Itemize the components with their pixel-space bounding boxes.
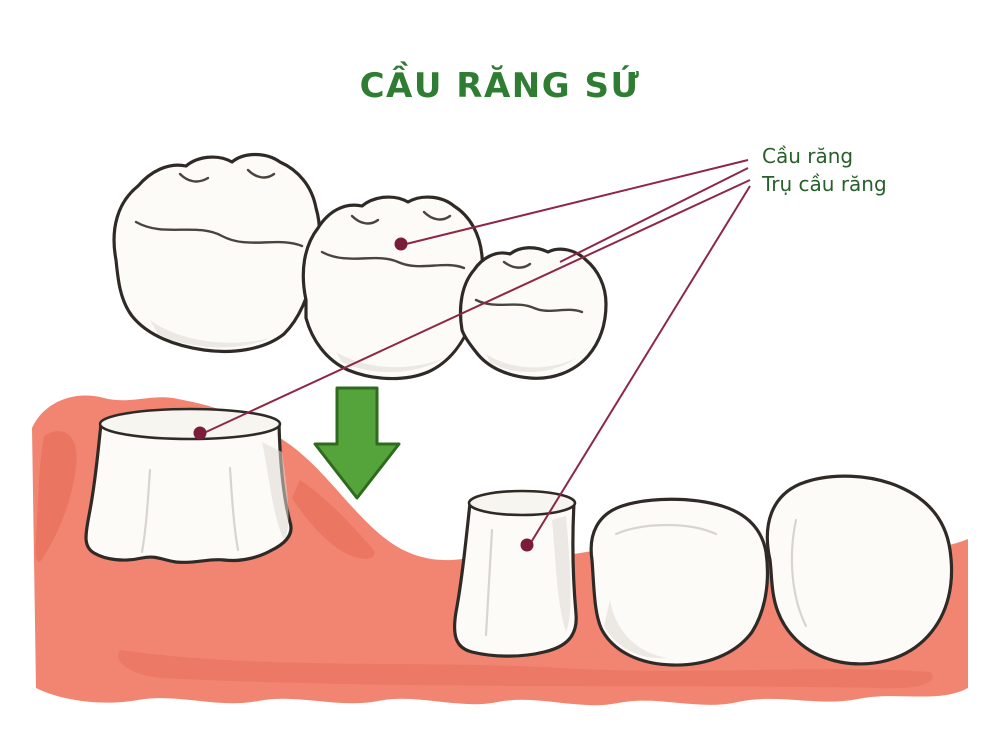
page-title: CẦU RĂNG SỨ: [359, 66, 641, 106]
leader-to-left-abutment: [205, 179, 751, 433]
down-arrow-icon: [313, 386, 401, 500]
label-abutment: Trụ cầu răng: [762, 172, 887, 196]
callout-leader-lines: [193, 159, 751, 552]
natural-tooth-middle: [589, 497, 770, 667]
gum-shading-left: [35, 431, 77, 562]
prepared-tooth-left-topface: [98, 407, 282, 441]
gum-shading-bottom: [118, 650, 933, 689]
bridge-crown-middle: [301, 195, 485, 381]
leader-to-bridge-middle-crown: [405, 159, 749, 245]
marker-dot-bridge-crown: [394, 237, 408, 251]
marker-dot-right-abutment: [520, 538, 534, 552]
leader-to-bridge-small-crown: [559, 167, 749, 263]
prepared-tooth-left: [84, 407, 293, 565]
bridge-crown-large: [112, 152, 322, 354]
label-bridge: Cầu răng: [762, 144, 854, 168]
prepared-tooth-right: [452, 489, 578, 658]
leader-to-right-abutment: [529, 185, 751, 545]
natural-tooth-right: [765, 474, 954, 666]
gum-shading-valley: [292, 480, 375, 559]
marker-dot-left-abutment: [193, 426, 207, 440]
bridge-crown-small: [458, 246, 608, 380]
prepared-tooth-right-topface: [467, 489, 577, 517]
